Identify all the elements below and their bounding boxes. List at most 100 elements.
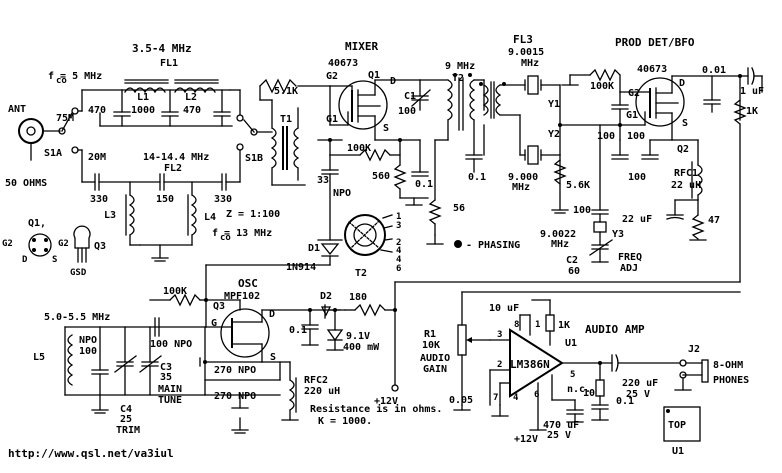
if-transformer-t2	[411, 73, 485, 236]
label-q1-g1: G1	[326, 114, 338, 125]
label-rfc2-val: 220 uH	[304, 386, 340, 397]
label-y3-freq: 9.0022	[540, 229, 576, 240]
label-c25: 25	[120, 414, 132, 425]
label-c330a: 330	[90, 194, 108, 205]
label-url: http://www.qsl.net/va3iul	[8, 447, 174, 460]
label-r100k-osc: 100K	[163, 286, 187, 297]
label-freq-adj-1: FREQ	[618, 252, 642, 263]
label-phones-2: PHONES	[713, 375, 749, 386]
label-r1k-amp: 1K	[558, 320, 570, 331]
label-c01a: 0.1	[415, 179, 433, 190]
label-c22uf: 22 uF	[622, 214, 652, 225]
label-c330b: 330	[214, 194, 232, 205]
label-proddet-part: 40673	[637, 64, 667, 75]
label-l5: L5	[33, 352, 45, 363]
label-freq-adj-2: ADJ	[620, 263, 638, 274]
label-audio-amp: AUDIO AMP	[585, 323, 645, 336]
label-c001: 0.01	[702, 65, 726, 76]
label-9mhz: 9 MHz	[445, 61, 475, 72]
label-c470a: 470	[88, 105, 106, 116]
label-c4: C4	[120, 404, 132, 415]
label-d1: D1	[308, 243, 320, 254]
label-zener-p: 400 mW	[343, 342, 380, 353]
label-note-1: Resistance is in ohms.	[310, 403, 442, 415]
label-r180: 180	[349, 292, 367, 303]
label-main-tune-1: MAIN	[158, 384, 182, 395]
label-trim: TRIM	[116, 425, 140, 436]
label-r100k-pd: 100K	[590, 81, 614, 92]
label-fco-high: f = 13 MHz	[212, 228, 272, 239]
label-c100-rfc: 100	[628, 172, 646, 183]
label-c270b: 270 NPO	[214, 391, 256, 402]
label-q2-s: S	[682, 118, 688, 129]
label-20m: 20M	[88, 152, 106, 163]
label-proddet: PROD DET/BFO	[615, 36, 695, 49]
mosfet-q1	[329, 79, 421, 141]
label-d1-part: 1N914	[286, 262, 316, 273]
label-q1-d: D	[390, 76, 396, 87]
label-r1: R1	[424, 329, 436, 340]
label-osc-part: MPF102	[224, 291, 260, 302]
label-t2-pin4: 4	[396, 246, 402, 256]
label-s1a: S1A	[44, 148, 62, 159]
label-c2: C2	[566, 255, 578, 266]
label-pin-s: S	[52, 255, 57, 265]
label-c150: 150	[156, 194, 174, 205]
mosfet-q2	[619, 75, 741, 141]
label-c33: 33	[317, 175, 329, 186]
label-t2-pin3: 3	[396, 221, 401, 231]
label-gsd: GSD	[70, 268, 87, 278]
label-top: TOP	[668, 420, 686, 431]
label-pin-8: 8	[514, 320, 519, 330]
label-q3-s: S	[270, 352, 276, 363]
label-c01b: 0.1	[468, 172, 486, 183]
label-y1: Y1	[548, 99, 560, 110]
label-y2-mhz: MHz	[512, 182, 530, 193]
label-c100-pd: 100	[597, 131, 615, 142]
label-c25v: 25 V	[626, 389, 650, 400]
label-plus12b: +12V	[514, 434, 538, 445]
label-c100-c1: 100	[398, 106, 416, 117]
label-q3-d: D	[269, 309, 275, 320]
label-pin-5: 5	[570, 370, 575, 380]
text-labels: ANT S1A 50 OHMS 75M 20M 3.5-4 MHz f = 5 …	[2, 33, 764, 460]
filter-fl2	[81, 149, 241, 262]
label-zener-v: 9.1V	[346, 331, 370, 342]
label-npo: NPO	[333, 188, 351, 199]
label-y3-mhz: MHz	[551, 239, 569, 250]
label-c60: 60	[568, 266, 580, 277]
toroid-t2	[344, 214, 393, 256]
label-q2-d: D	[679, 78, 685, 89]
label-c35: 35	[160, 372, 172, 383]
label-r51k: 5.1K	[274, 86, 298, 97]
label-t2-pin4b: 4	[396, 255, 402, 265]
label-t2: T2	[452, 73, 464, 84]
label-l1: L1	[137, 92, 149, 103]
label-co-sub-2: co	[220, 233, 231, 243]
label-r560: 560	[372, 171, 390, 182]
mixer-bias	[317, 85, 429, 241]
label-q1-pinout: Q1,	[28, 218, 46, 229]
label-pin-g2a: G2	[2, 239, 13, 249]
label-q1-s: S	[383, 123, 389, 134]
label-c100-y3: 100	[573, 205, 591, 216]
label-50-ohms: 50 OHMS	[5, 178, 47, 189]
headphone-jack-j2	[674, 359, 709, 391]
label-band-osc: 5.0-5.5 MHz	[44, 312, 110, 323]
label-q3-pinout: Q3	[94, 241, 106, 252]
label-phones-1: 8-OHM	[713, 360, 743, 371]
label-audio-gain-2: GAIN	[423, 364, 447, 375]
label-nc: n.c.	[567, 384, 591, 395]
junction-dots	[203, 74, 742, 365]
label-c270a: 270 NPO	[214, 365, 256, 376]
phasing-dot	[454, 240, 462, 248]
label-u1: U1	[565, 338, 577, 349]
label-y2-freq: 9.000	[508, 172, 538, 183]
label-plus12a: +12V	[374, 396, 398, 407]
prod-det-network	[561, 67, 763, 283]
label-r56: 56	[453, 203, 465, 214]
label-r56k: 5.6K	[566, 180, 590, 191]
label-band-low: 3.5-4 MHz	[132, 42, 192, 55]
transistor-pinout	[28, 225, 91, 263]
